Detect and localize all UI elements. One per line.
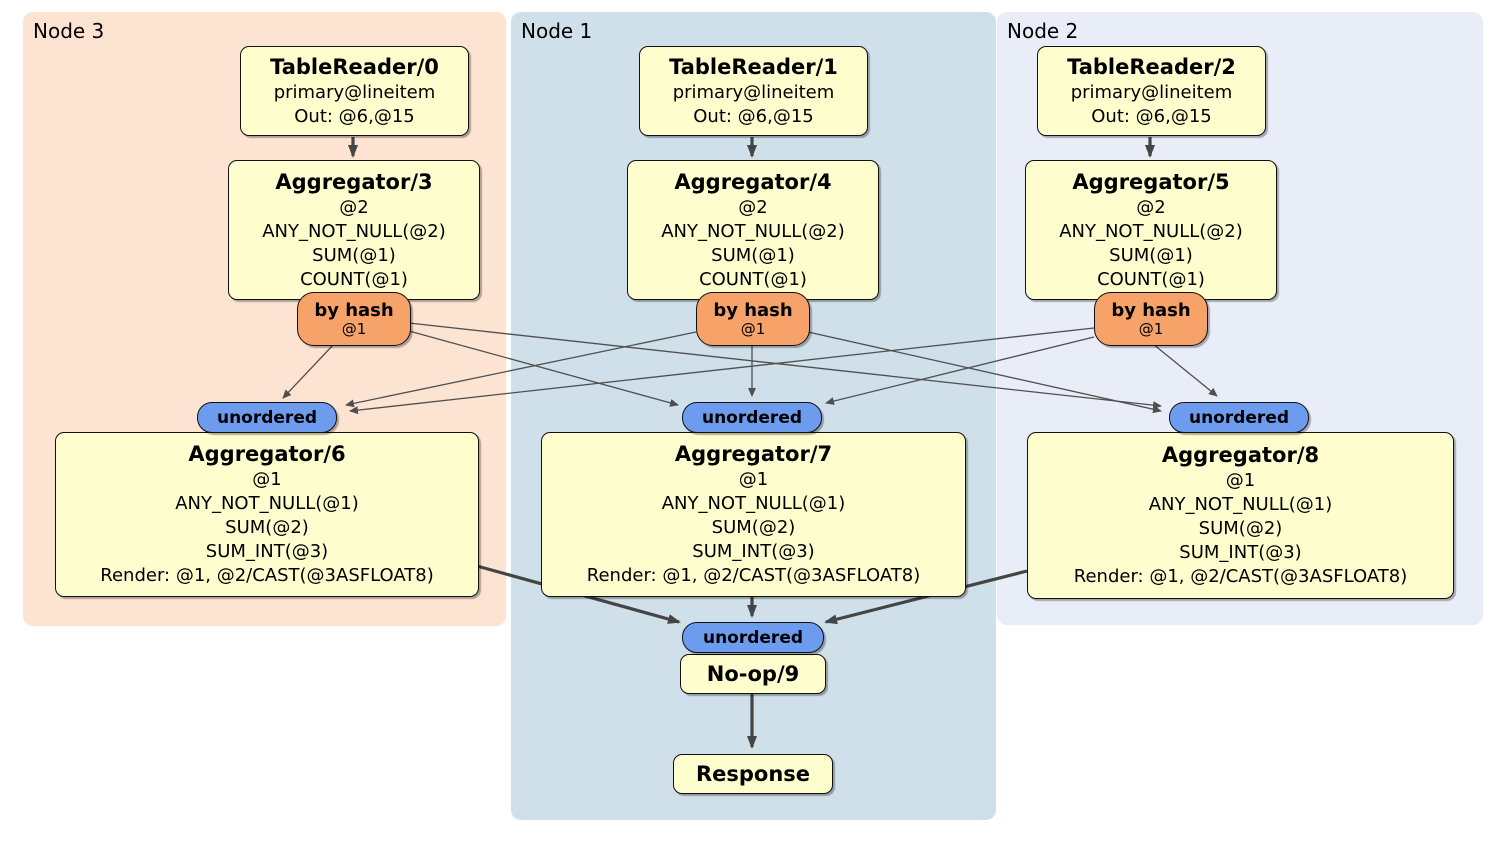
sync-unordered-node2: unordered: [1169, 402, 1309, 433]
region-label: Node 2: [1007, 19, 1079, 43]
processor-aggregator-3: Aggregator/3 @2 ANY_NOT_NULL(@2) SUM(@1)…: [228, 160, 480, 300]
router-label: by hash: [1111, 300, 1191, 321]
processor-detail: @2: [1136, 196, 1166, 218]
processor-title: Response: [695, 761, 811, 786]
processor-detail: @2: [738, 196, 768, 218]
sync-unordered-node1: unordered: [682, 402, 822, 433]
sync-label: unordered: [1188, 407, 1290, 428]
processor-detail: ANY_NOT_NULL(@2): [1059, 220, 1243, 242]
processor-detail: Out: @6,@15: [1091, 105, 1212, 127]
processor-title: Aggregator/8: [1161, 443, 1320, 467]
router-by-hash-node2: by hash @1: [1094, 292, 1208, 346]
processor-detail: ANY_NOT_NULL(@2): [262, 220, 446, 242]
processor-detail: ANY_NOT_NULL(@2): [661, 220, 845, 242]
processor-detail: Render: @1, @2/CAST(@3ASFLOAT8): [1073, 566, 1408, 587]
processor-detail: ANY_NOT_NULL(@1): [1148, 494, 1333, 515]
processor-detail: Render: @1, @2/CAST(@3ASFLOAT8): [100, 565, 434, 586]
sync-label: unordered: [216, 407, 318, 428]
processor-title: Aggregator/4: [674, 169, 832, 194]
router-by-hash-node3: by hash @1: [297, 292, 411, 346]
processor-detail: SUM(@2): [225, 517, 309, 538]
region-label: Node 3: [33, 19, 105, 43]
processor-aggregator-6: Aggregator/6 @1 ANY_NOT_NULL(@1) SUM(@2)…: [55, 432, 479, 597]
processor-response: Response: [673, 754, 833, 794]
processor-title: TableReader/1: [669, 54, 838, 79]
processor-detail: @1: [1225, 470, 1256, 491]
processor-detail: SUM_INT(@3): [692, 541, 815, 562]
processor-aggregator-8: Aggregator/8 @1 ANY_NOT_NULL(@1) SUM(@2)…: [1027, 432, 1454, 599]
router-label: by hash: [314, 300, 394, 321]
processor-detail: Render: @1, @2/CAST(@3ASFLOAT8): [586, 565, 921, 586]
processor-detail: Out: @6,@15: [294, 105, 415, 127]
processor-title: TableReader/0: [270, 54, 439, 79]
router-hash-column: @1: [740, 320, 766, 338]
processor-detail: SUM(@2): [1198, 518, 1283, 539]
processor-tablereader-0: TableReader/0 primary@lineitem Out: @6,@…: [240, 46, 469, 136]
processor-title: Aggregator/3: [275, 169, 433, 194]
sync-label: unordered: [702, 627, 804, 648]
processor-aggregator-4: Aggregator/4 @2 ANY_NOT_NULL(@2) SUM(@1)…: [627, 160, 879, 300]
processor-title: Aggregator/7: [674, 442, 833, 466]
processor-detail: @2: [339, 196, 369, 218]
processor-aggregator-5: Aggregator/5 @2 ANY_NOT_NULL(@2) SUM(@1)…: [1025, 160, 1277, 300]
processor-tablereader-1: TableReader/1 primary@lineitem Out: @6,@…: [639, 46, 868, 136]
processor-aggregator-7: Aggregator/7 @1 ANY_NOT_NULL(@1) SUM(@2)…: [541, 432, 966, 597]
sync-label: unordered: [701, 407, 803, 428]
processor-title: Aggregator/6: [188, 442, 346, 466]
processor-detail: ANY_NOT_NULL(@1): [175, 493, 359, 514]
router-hash-column: @1: [1138, 320, 1164, 338]
sync-unordered-node3: unordered: [197, 402, 337, 433]
processor-detail: primary@lineitem: [672, 81, 835, 103]
processor-detail: primary@lineitem: [273, 81, 436, 103]
processor-detail: SUM(@1): [1109, 244, 1193, 266]
processor-detail: COUNT(@1): [300, 268, 408, 290]
router-label: by hash: [713, 300, 793, 321]
router-by-hash-node1: by hash @1: [696, 292, 810, 346]
processor-detail: COUNT(@1): [1097, 268, 1205, 290]
sync-unordered-final: unordered: [682, 622, 824, 653]
processor-detail: primary@lineitem: [1070, 81, 1233, 103]
processor-detail: SUM_INT(@3): [205, 541, 329, 562]
processor-detail: SUM(@1): [312, 244, 396, 266]
router-hash-column: @1: [341, 320, 367, 338]
processor-detail: SUM_INT(@3): [1179, 542, 1302, 563]
processor-detail: ANY_NOT_NULL(@1): [661, 493, 846, 514]
processor-detail: @1: [252, 469, 282, 490]
processor-tablereader-2: TableReader/2 primary@lineitem Out: @6,@…: [1037, 46, 1266, 136]
processor-title: TableReader/2: [1067, 54, 1236, 79]
processor-title: No-op/9: [706, 661, 800, 686]
region-label: Node 1: [521, 19, 593, 43]
processor-detail: SUM(@1): [711, 244, 795, 266]
processor-detail: Out: @6,@15: [693, 105, 814, 127]
processor-noop-9: No-op/9: [680, 654, 826, 694]
processor-detail: @1: [738, 469, 769, 490]
processor-detail: SUM(@2): [711, 517, 796, 538]
processor-title: Aggregator/5: [1072, 169, 1230, 194]
processor-detail: COUNT(@1): [699, 268, 807, 290]
